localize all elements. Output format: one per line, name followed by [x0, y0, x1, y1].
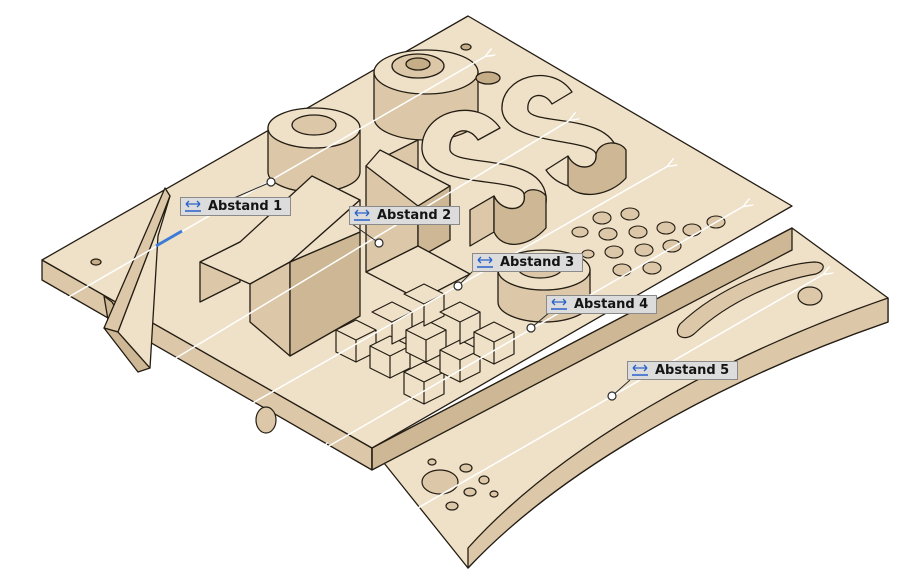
dimension-label-1[interactable]: Abstand 1 [180, 197, 292, 216]
distance-icon [550, 298, 568, 311]
pick-point-2[interactable] [374, 238, 384, 248]
dimension-label-text: Abstand 2 [377, 208, 452, 223]
pick-point-3[interactable] [453, 281, 463, 291]
dimension-label-3[interactable]: Abstand 3 [472, 253, 584, 272]
dimension-label-text: Abstand 5 [655, 363, 730, 378]
distance-icon [353, 209, 371, 222]
distance-icon [476, 256, 494, 269]
dimension-label-text: Abstand 4 [574, 297, 649, 312]
pick-point-1[interactable] [266, 177, 276, 187]
dimension-highlight [155, 229, 183, 248]
pick-point-5[interactable] [607, 391, 617, 401]
pick-points[interactable] [266, 177, 617, 401]
dimension-label-5[interactable]: Abstand 5 [627, 361, 739, 380]
dimension-label-text: Abstand 3 [500, 255, 575, 270]
distance-icon [631, 364, 649, 377]
dimension-label-text: Abstand 1 [208, 199, 283, 214]
dimension-label-2[interactable]: Abstand 2 [349, 206, 461, 225]
dimension-label-4[interactable]: Abstand 4 [546, 295, 658, 314]
pick-point-4[interactable] [526, 323, 536, 333]
distance-icon [184, 200, 202, 213]
